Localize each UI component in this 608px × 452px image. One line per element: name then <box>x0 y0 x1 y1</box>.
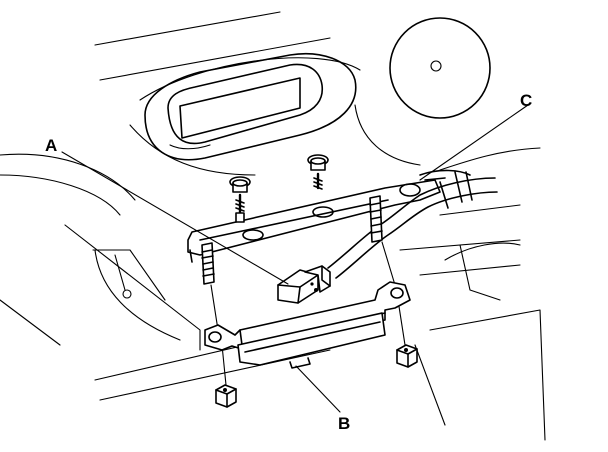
sensor-bracket <box>204 281 411 369</box>
stud-right <box>369 195 383 243</box>
wiring-harness <box>327 169 498 279</box>
lower-nut-left <box>215 384 237 408</box>
callout-label-a: A <box>45 136 58 155</box>
upper-nut-right <box>307 154 329 190</box>
callout-leader-lines <box>61 104 529 413</box>
sensor-connector <box>277 265 331 304</box>
upper-nut-left <box>229 176 251 223</box>
round-cover-plate <box>389 17 491 119</box>
service-opening <box>144 52 357 161</box>
lower-nut-right <box>396 344 418 368</box>
callout-label-c: C <box>520 91 533 110</box>
stud-left <box>201 242 215 285</box>
callout-label-b: B <box>338 414 351 433</box>
assembly-guide-lines <box>210 241 406 386</box>
